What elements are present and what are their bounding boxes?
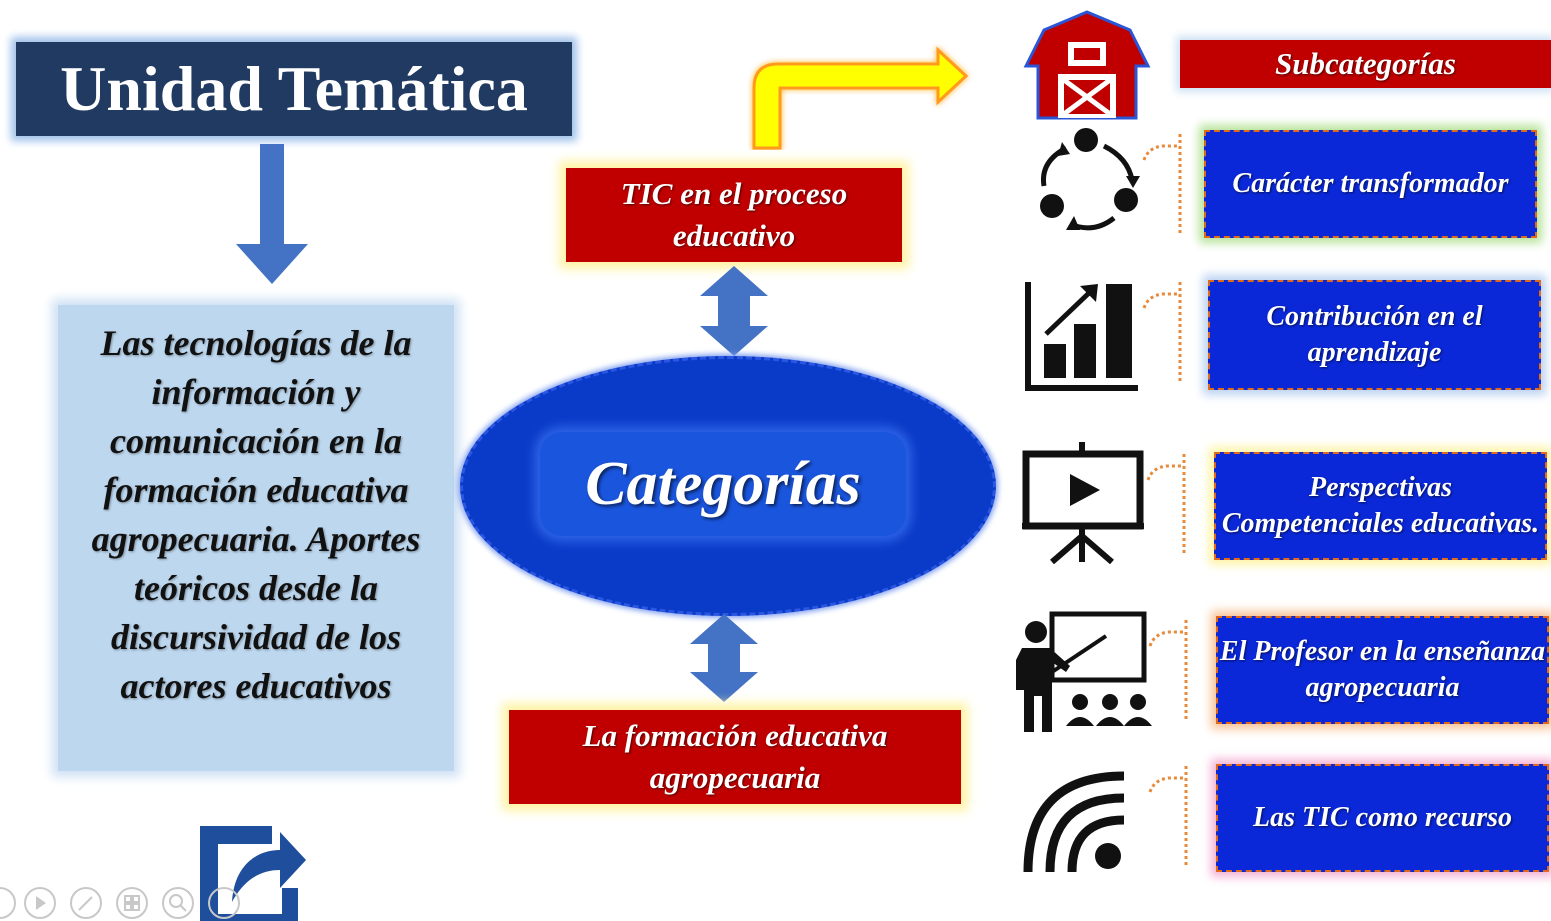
categories-label: Categorías [585, 449, 861, 518]
zoom-icon [162, 887, 194, 919]
down-arrow [236, 144, 308, 284]
subcategory-label: Contribución en el aprendizaje [1266, 301, 1483, 368]
subcategory-label: Perspectivas Competenciales educativas. [1221, 472, 1540, 539]
share-forward-icon[interactable] [194, 818, 306, 921]
title-text: Unidad Temática [60, 53, 528, 124]
category-bottom-box: La formación educativa agropecuaria [509, 710, 961, 804]
double-arrow-top [700, 266, 768, 356]
subcategory-item: Carácter transformador [1204, 130, 1537, 238]
teacher-class-icon [1016, 611, 1152, 732]
subcategory-label: El Profesor en la enseñanza agropecuaria [1219, 636, 1546, 703]
all-slides-icon [116, 887, 148, 919]
yellow-elbow-arrow [752, 46, 969, 150]
bracket-connector [1142, 282, 1182, 384]
category-top-text: TIC en el proceso educativo [620, 176, 848, 253]
subcategories-header: Subcategorías [1180, 40, 1551, 88]
growth-chart-icon [1025, 282, 1138, 391]
bracket-connector [1142, 134, 1182, 236]
subcategory-label: Las TIC como recurso [1253, 802, 1512, 833]
pen-icon [70, 887, 102, 919]
subcategories-header-text: Subcategorías [1275, 46, 1456, 81]
barn-icon [1023, 10, 1151, 120]
presentation-screen-icon [1022, 442, 1144, 564]
category-bottom-text: La formación educativa agropecuaria [582, 718, 888, 795]
previous-slide-icon [0, 887, 16, 919]
bracket-connector [1146, 454, 1186, 556]
wifi-signal-icon [1023, 771, 1125, 873]
subcategory-label: Carácter transformador [1232, 168, 1509, 199]
bracket-connector [1148, 766, 1188, 868]
subcategory-item: El Profesor en la enseñanza agropecuaria [1216, 616, 1549, 724]
subcategory-item: Las TIC como recurso [1216, 764, 1549, 872]
theme-text: Las tecnologías de la información y comu… [91, 323, 421, 706]
more-options-icon [208, 887, 240, 919]
categories-label-box: Categorías [540, 432, 906, 536]
double-arrow-bottom [690, 614, 758, 702]
bracket-connector [1148, 620, 1188, 722]
title-box: Unidad Temática [16, 42, 572, 136]
theme-text-box: Las tecnologías de la información y comu… [58, 305, 454, 771]
cycle-icon [1040, 128, 1140, 231]
subcategory-item: Contribución en el aprendizaje [1208, 280, 1541, 390]
slideshow-toolbar [0, 887, 240, 919]
category-top-box: TIC en el proceso educativo [566, 168, 902, 262]
subcategory-item: Perspectivas Competenciales educativas. [1214, 452, 1547, 560]
next-slide-icon [24, 887, 56, 919]
